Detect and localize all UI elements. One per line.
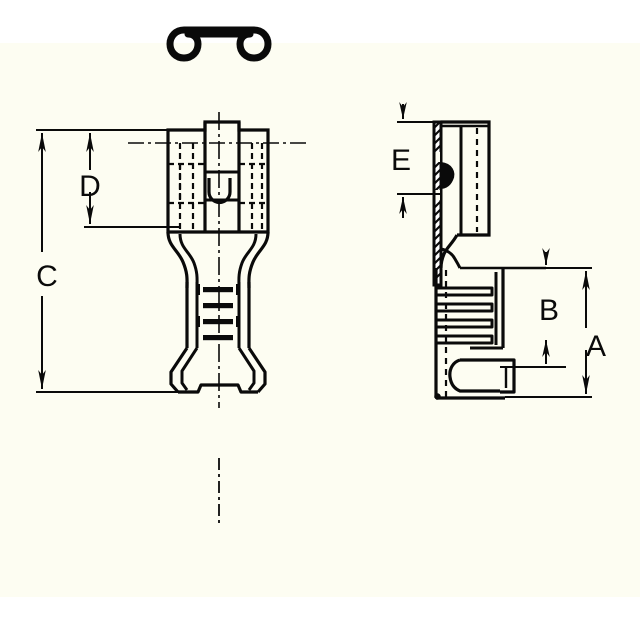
dimension-B-arrow-top — [542, 248, 550, 265]
section-arm-right — [215, 26, 272, 62]
dimension-A-label: A — [586, 330, 606, 363]
side-receptacle-body-outline — [441, 120, 491, 237]
crimp-serration-bars — [203, 287, 233, 341]
dimension-E-label: E — [391, 144, 411, 177]
dimension-D-arrow-top — [86, 133, 94, 152]
dimension-A-arrow-top — [582, 271, 590, 290]
side-view: E B A — [391, 102, 606, 400]
dimension-B-arrow-bottom — [542, 340, 550, 357]
receptacle-hidden-detail-right — [239, 143, 268, 232]
serration-bar — [203, 303, 233, 309]
receptacle-detent-dimple — [207, 178, 232, 205]
serration-bar — [203, 335, 233, 341]
side-locking-tab-curl — [448, 358, 500, 393]
receptacle-hidden-detail-left — [168, 143, 205, 232]
dimension-E-arrow-top — [399, 102, 407, 119]
dimension-C: C — [36, 129, 180, 393]
dimension-D-label: D — [79, 170, 101, 203]
dimension-C-arrow-top — [38, 133, 46, 152]
front-view-bottom-edge — [178, 383, 258, 394]
insulation-wing-right — [247, 347, 267, 394]
dimension-E: E — [391, 102, 441, 218]
drawing-sheet-background — [0, 43, 640, 597]
dimension-C-arrow-bottom — [38, 370, 46, 389]
dimension-B: B — [500, 248, 566, 368]
dimension-D: D — [79, 133, 180, 228]
side-shoulder-transition — [439, 234, 459, 269]
dimension-E-arrow-bottom — [399, 197, 407, 214]
insulation-wing-left-inner — [180, 347, 199, 391]
front-shoulder-left — [166, 231, 189, 289]
side-detent-slot-upper — [435, 152, 440, 162]
dimension-B-label: B — [539, 294, 559, 327]
side-crimp-wings — [436, 286, 494, 345]
section-arm-left — [166, 26, 223, 62]
insulation-wing-left — [169, 347, 189, 394]
side-shoulder-transition-inner — [440, 247, 462, 269]
section-view — [166, 26, 272, 527]
side-view-bottom-corner-node — [434, 393, 441, 400]
serration-bar — [203, 287, 233, 293]
dimension-D-arrow-bottom — [86, 205, 94, 224]
dimension-A-arrow-bottom — [582, 375, 590, 394]
side-detent-bump — [440, 161, 455, 190]
crimp-wing — [436, 286, 494, 297]
crimp-wing — [436, 318, 494, 329]
insulation-wing-right-inner — [237, 347, 256, 391]
front-view: C D — [36, 112, 310, 408]
dimension-A: A — [503, 267, 606, 398]
front-shoulder-left-inner — [178, 233, 199, 289]
dimension-C-label: C — [36, 260, 58, 293]
crimp-wing — [436, 302, 494, 313]
crimp-serration-ticks — [198, 284, 238, 327]
serration-bar — [203, 319, 233, 325]
side-locking-tab-outline — [460, 358, 516, 394]
crimp-wing — [436, 334, 494, 345]
front-shoulder-right — [247, 231, 270, 289]
front-shoulder-right-inner — [237, 233, 258, 289]
side-view-section-hatching — [432, 120, 443, 287]
